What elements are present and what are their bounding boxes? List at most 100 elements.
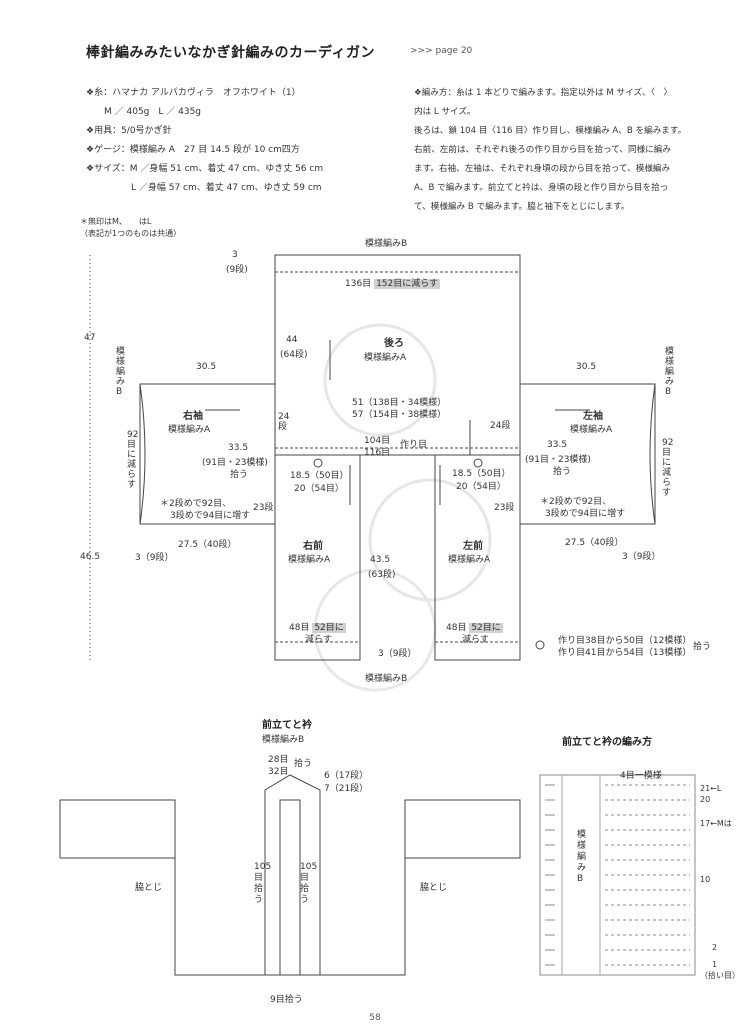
front-dec-right: 48目 52目に: [289, 623, 346, 633]
collar-top-count: 28目: [268, 755, 289, 765]
band-sleeve-left: [59, 799, 176, 859]
band-sleeve-right: [404, 799, 521, 859]
page-number: 58: [369, 1013, 381, 1023]
back-width-m: 51（138目・34模様）: [352, 398, 447, 408]
seam-right: 脇とじ: [420, 883, 448, 893]
chain-count-l: 116目: [364, 448, 391, 458]
bottom-rows: 3（9段）: [378, 649, 417, 659]
watermark-circle: [368, 478, 492, 602]
materials-line: ❖ゲージ：模様編み A 27 目 14.5 段が 10 cm四方: [86, 145, 300, 155]
sleeve-decrease-right: 92目に減らす: [127, 430, 139, 490]
left-sleeve-name: 左袖: [583, 411, 603, 422]
left-sleeve-pattern: 模様編みA: [570, 425, 613, 435]
cuff-rows-left: 3（9段）: [622, 552, 661, 562]
lower-height: 46.5: [80, 552, 101, 562]
materials-line: ❖サイズ：M ／身幅 51 cm、着丈 47 cm、ゆき丈 56 cm: [86, 164, 324, 174]
size-note-line: ＊無印はM、 はL: [80, 217, 152, 226]
cuff-length-left: 27.5（40段）: [565, 538, 624, 548]
front-width-right: 18.5（50目）: [290, 471, 349, 481]
cuff-length-right: 27.5（40段）: [178, 540, 237, 550]
sleeve-note-left-2: 3段めで94目に増す: [545, 509, 626, 519]
cuff-rows-right: 3（9段）: [135, 553, 174, 563]
left-front: [434, 454, 521, 661]
seam-left: 脇とじ: [135, 883, 163, 893]
instructions-line: ❖編み方：糸は 1 本どりで編みます。指定以外は M サイズ、〈 〉: [414, 88, 673, 98]
materials-line: ❖用具：5/0号かぎ針: [86, 126, 172, 136]
sleeve-length-right: 30.5: [196, 362, 217, 372]
collar-pick: 拾う: [294, 759, 313, 769]
instructions-line: ます。右袖、左袖は、それぞれ身頃の段から目を拾って、模様編み: [414, 164, 671, 174]
chart-row-20: 20: [700, 795, 711, 804]
rows-23-right: 23段: [253, 503, 274, 513]
right-sleeve-name: 右袖: [183, 411, 203, 422]
chain-count: 104目: [364, 436, 391, 446]
band-pattern: 模様編みB: [262, 735, 305, 745]
sleeve-side-pattern-right: 模様編みB: [116, 347, 126, 397]
instructions-line: 内は L サイズ。: [414, 107, 476, 117]
right-front: [274, 454, 361, 661]
right-front-pattern: 模様編みA: [288, 555, 331, 565]
back-height: 44: [286, 335, 298, 345]
left-front-pattern: 模様編みA: [448, 555, 491, 565]
stitch-symbols: [545, 784, 690, 966]
chart-repeat: 4目一模様: [620, 771, 662, 781]
chart-row-pick: （拾い目）: [700, 971, 740, 980]
sleeve-pick-label-left: 拾う: [553, 467, 572, 477]
chart-row-17: 17←Mは: [700, 819, 732, 828]
materials-line: L ／身幅 57 cm、着丈 47 cm、ゆき丈 59 cm: [86, 183, 322, 193]
rows-23-left: 23段: [494, 503, 515, 513]
instructions-line: 右前、左前は、それぞれ後ろの作り目から目を拾って、同様に編み: [414, 145, 671, 155]
band-heading: 前立てと衿: [262, 720, 312, 731]
legend-line-1: 作り目38目から50目（12模様）: [558, 636, 692, 646]
sleeve-length-left: 30.5: [576, 362, 597, 372]
top-decrease: 136目 152目に減らす: [345, 279, 441, 289]
sleeve-pick-left: 33.5: [547, 440, 568, 450]
band-side-left: 105目拾う: [254, 862, 272, 905]
materials-line: M ／ 405g L ／ 435g: [86, 107, 202, 117]
size-note: ＊無印はM、 はL （表記が1つのものは共通）: [80, 216, 181, 240]
sleeve-pick-sub-right: (91目・23模様): [202, 458, 268, 468]
top-rows-sub: (9段): [226, 265, 248, 275]
sleeve-note-right-2: 3段めで94目に増す: [170, 511, 251, 521]
chain-label: 作り目: [400, 440, 428, 450]
legend-line-2: 作り目41目から54目（13模様）: [558, 648, 692, 658]
back-name: 後ろ: [384, 338, 404, 349]
legend-pick: 拾う: [693, 642, 712, 652]
instructions-line: A、B で編みます。前立てと衿は、身頃の段と作り目から目を拾っ: [414, 183, 669, 193]
materials-block: ❖糸：ハマナカ アルパカヴィラ オフホワイト（1） M ／ 405g L ／ 4…: [86, 84, 323, 198]
chart-row-10: 10: [700, 875, 711, 884]
watermark-circle: [323, 323, 437, 437]
band-bottom: 9目拾う: [270, 995, 303, 1005]
band-rows-l: 7（21段）: [324, 784, 369, 794]
front-width-left: 18.5（50目）: [452, 469, 511, 479]
page-reference: >>> page 20: [410, 46, 473, 56]
left-sleeve: [519, 383, 656, 525]
chart-row-1: 1: [712, 960, 718, 969]
chart-heading: 前立てと衿の編み方: [562, 737, 652, 748]
sleeve-note-right-1: ＊2段めで92目、: [160, 499, 232, 509]
front-height-sub: (63段): [368, 570, 396, 580]
top-pattern-label: 模様編みB: [365, 239, 408, 249]
front-dec-left: 48目 52目に: [446, 623, 503, 633]
collar-band-shape: [264, 774, 321, 976]
front-width-right-l: 20（54目）: [294, 484, 344, 494]
stitch-chart: [539, 774, 696, 976]
instructions-line: て、模様編み B で編みます。脇と袖下をとじにします。: [414, 202, 630, 212]
sleeve-note-left-1: ＊2段めで92目、: [540, 497, 612, 507]
chart-row-2: 2: [712, 943, 718, 952]
sleeve-rows-left: 24段: [490, 421, 511, 431]
instructions-block: ❖編み方：糸は 1 本どりで編みます。指定以外は M サイズ、〈 〉 内は L …: [414, 84, 686, 217]
instructions-line: 後ろは、鎖 104 目〈116 目〉作り目し、模様編み A、B を編みます。: [414, 126, 687, 136]
sleeve-rows-right: 24段: [278, 412, 290, 432]
back-pattern: 模様編みA: [364, 353, 407, 363]
sleeve-pick-right: 33.5: [228, 443, 249, 453]
collar-top-count-l: 32目: [268, 767, 289, 777]
total-height: 47: [84, 333, 96, 343]
sleeve-side-pattern-left: 模様編みB: [665, 347, 675, 397]
front-width-left-l: 20（54目）: [456, 482, 506, 492]
top-rows: 3: [232, 250, 238, 260]
right-sleeve-pattern: 模様編みA: [168, 425, 211, 435]
front-height: 43.5: [370, 555, 391, 565]
front-dec-left-2: 減らす: [462, 635, 489, 645]
